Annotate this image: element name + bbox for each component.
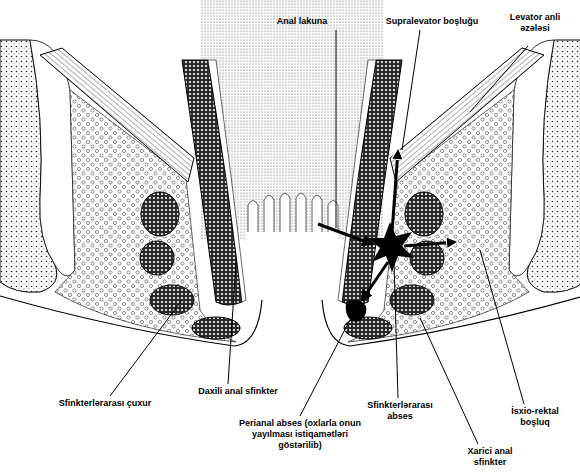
anatomy-label: Levator anli əzələsi xyxy=(499,12,571,34)
anatomy-label: Xarici anal sfinkter xyxy=(459,446,521,468)
external-sphincter xyxy=(141,192,179,236)
anatomy-label: Supralevator boşluğu xyxy=(377,16,487,27)
anatomy-label: Daxili anal sfinkter xyxy=(178,386,298,397)
leader-line xyxy=(394,262,398,398)
anatomy-label: Sfinkterlərarası çuxur xyxy=(40,398,170,409)
leader-line xyxy=(228,262,236,384)
anatomy-label: İsxio-rektal boşluq xyxy=(499,406,571,428)
external-sphincter xyxy=(192,317,240,339)
spread-arrow xyxy=(318,224,372,244)
leader-line xyxy=(402,30,420,150)
leader-line xyxy=(300,316,352,416)
leader-line xyxy=(110,300,182,396)
anal-canal xyxy=(246,232,338,348)
perianal-abscess xyxy=(346,300,367,322)
left-side xyxy=(0,40,262,346)
right-side xyxy=(322,40,580,346)
skin-line xyxy=(0,296,262,346)
leader-line xyxy=(420,318,478,444)
anatomy-label: Perianal abses (oxlarla onun yayılması i… xyxy=(235,418,365,451)
levator-ani xyxy=(40,48,194,182)
spread-arrow xyxy=(404,242,456,246)
leader-line xyxy=(480,250,524,404)
leader-line xyxy=(470,46,528,112)
spread-arrow xyxy=(392,150,398,232)
submucosa xyxy=(208,60,246,302)
internal-sphincter xyxy=(182,60,242,305)
spread-arrow xyxy=(362,262,388,300)
external-sphincter xyxy=(140,241,174,275)
anatomy-label: Anal lakuna xyxy=(262,16,342,27)
anatomy-label: Sfinkterlərarası abses xyxy=(355,400,445,422)
leader-line xyxy=(336,30,337,228)
external-sphincter xyxy=(150,285,194,315)
